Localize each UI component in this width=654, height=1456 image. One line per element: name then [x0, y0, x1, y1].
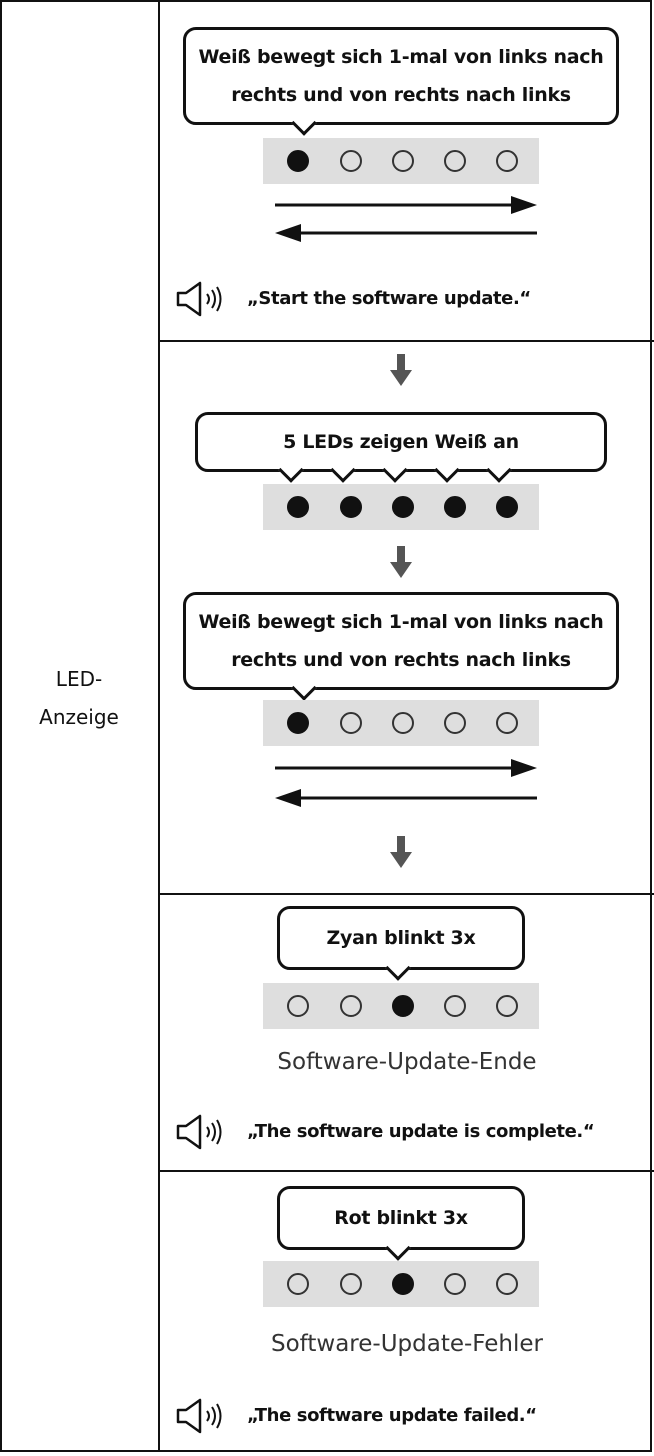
led-off: [340, 1273, 362, 1295]
led-off: [287, 1273, 309, 1295]
led-off: [496, 150, 518, 172]
led-off: [444, 150, 466, 172]
led-off: [444, 1273, 466, 1295]
led-bar: [263, 484, 539, 530]
led-off: [496, 1273, 518, 1295]
led-off: [392, 150, 414, 172]
led-on: [392, 496, 414, 518]
arrow-right-icon: [275, 196, 537, 214]
speaker-icon: [176, 1398, 222, 1434]
led-off: [444, 712, 466, 734]
led-off: [287, 995, 309, 1017]
led-off: [340, 150, 362, 172]
led-bar: [263, 983, 539, 1029]
row-label-line: Anzeige: [39, 705, 119, 729]
led-on: [496, 496, 518, 518]
row-divider: [160, 893, 654, 895]
voice-prompt: „Start the software update.“: [247, 288, 531, 309]
bubble-line: rechts und von rechts nach links: [231, 649, 571, 671]
row-divider: [160, 340, 654, 342]
row-label-line: LED-: [55, 667, 103, 691]
column-divider: [158, 0, 160, 1452]
led-on: [444, 496, 466, 518]
led-on: [392, 1273, 414, 1295]
bubble-line: Weiß bewegt sich 1-mal von links nach: [198, 611, 604, 633]
led-off: [340, 995, 362, 1017]
speech-bubble: Rot blinkt 3x: [277, 1186, 525, 1261]
voice-prompt: „The software update is complete.“: [247, 1121, 595, 1142]
arrow-down-icon: [390, 354, 412, 386]
arrow-right-icon: [275, 759, 537, 777]
led-on: [287, 496, 309, 518]
bubble-line: Weiß bewegt sich 1-mal von links nach: [198, 46, 604, 68]
arrow-down-icon: [390, 546, 412, 578]
status-text: Software-Update-Ende: [277, 1049, 537, 1075]
led-off: [496, 995, 518, 1017]
speech-bubble: Zyan blinkt 3x: [277, 906, 525, 981]
led-on: [340, 496, 362, 518]
bubble-text: Rot blinkt 3x: [334, 1207, 468, 1229]
row-divider: [160, 1170, 654, 1172]
led-off: [496, 712, 518, 734]
speech-bubble: 5 LEDs zeigen Weiß an: [195, 412, 607, 483]
led-off: [444, 995, 466, 1017]
led-on: [287, 712, 309, 734]
speech-bubble: Weiß bewegt sich 1-mal von links nach re…: [183, 27, 619, 136]
status-text: Software-Update-Fehler: [271, 1331, 543, 1357]
arrow-down-icon: [390, 836, 412, 868]
led-bar: [263, 1261, 539, 1307]
arrow-left-icon: [275, 224, 537, 242]
led-bar: [263, 700, 539, 746]
bubble-text: Zyan blinkt 3x: [326, 927, 476, 949]
led-on: [392, 995, 414, 1017]
speaker-icon: [176, 1114, 222, 1150]
arrow-left-icon: [275, 789, 537, 807]
led-on: [287, 150, 309, 172]
speaker-icon: [176, 281, 222, 317]
bubble-text: 5 LEDs zeigen Weiß an: [283, 431, 519, 453]
led-bar: [263, 138, 539, 184]
row-label: LED- Anzeige: [0, 660, 158, 736]
speech-bubble: Weiß bewegt sich 1-mal von links nach re…: [183, 592, 619, 701]
bubble-line: rechts und von rechts nach links: [231, 84, 571, 106]
led-off: [392, 712, 414, 734]
led-off: [340, 712, 362, 734]
voice-prompt: „The software update failed.“: [247, 1405, 537, 1426]
